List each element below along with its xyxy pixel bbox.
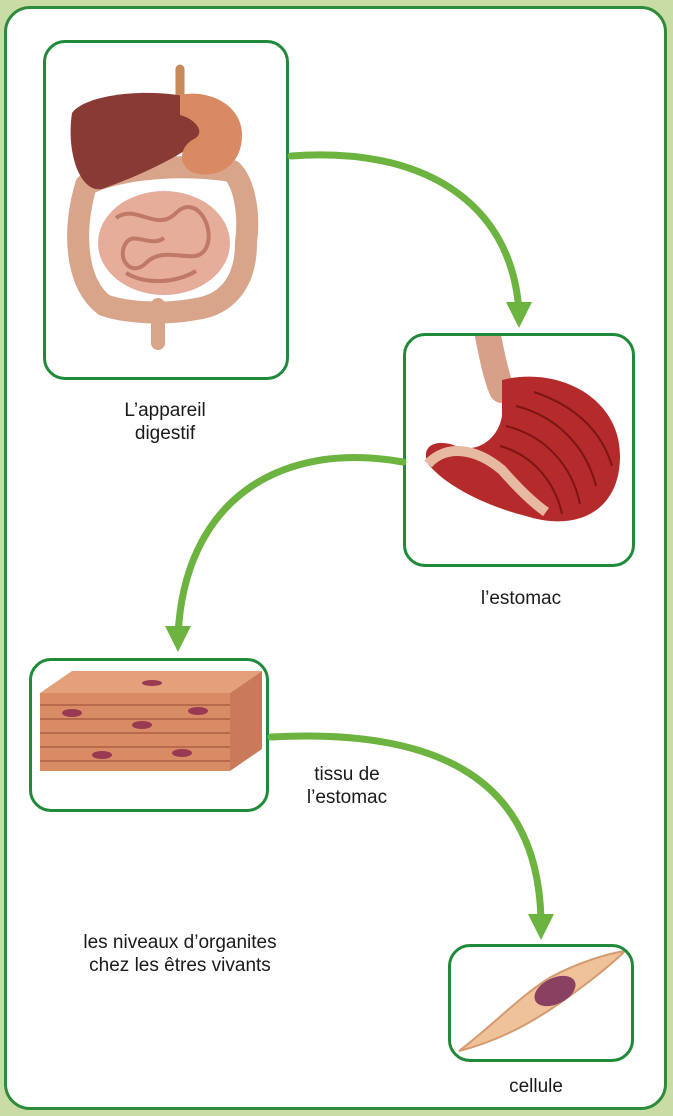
digestive-system-label: L’appareil digestif bbox=[110, 399, 220, 445]
stomach-label: l’estomac bbox=[466, 587, 576, 610]
muscle-cell-box bbox=[448, 944, 634, 1062]
muscle-tissue-label-line-2: l’estomac bbox=[292, 786, 402, 809]
muscle-tissue-label: tissu de l’estomac bbox=[292, 763, 402, 809]
stomach-label-line-1: l’estomac bbox=[466, 587, 576, 610]
muscle-tissue-box bbox=[29, 658, 269, 812]
muscle-tissue-illustration bbox=[32, 661, 266, 809]
digestive-system-illustration bbox=[46, 43, 286, 377]
muscle-cell-illustration bbox=[451, 947, 631, 1059]
digestive-system-label-line-1: L’appareil bbox=[110, 399, 220, 422]
muscle-cell-label: cellule bbox=[476, 1075, 596, 1098]
diagram-title-line-1: les niveaux d’organites bbox=[40, 931, 320, 954]
stomach-box bbox=[403, 333, 635, 567]
digestive-system-label-line-2: digestif bbox=[110, 422, 220, 445]
diagram-title-line-2: chez les êtres vivants bbox=[40, 954, 320, 977]
digestive-system-box bbox=[43, 40, 289, 380]
muscle-cell-label-line-1: cellule bbox=[476, 1075, 596, 1098]
stomach-illustration bbox=[406, 336, 632, 564]
diagram-title: les niveaux d’organites chez les êtres v… bbox=[40, 931, 320, 977]
muscle-tissue-label-line-1: tissu de bbox=[292, 763, 402, 786]
